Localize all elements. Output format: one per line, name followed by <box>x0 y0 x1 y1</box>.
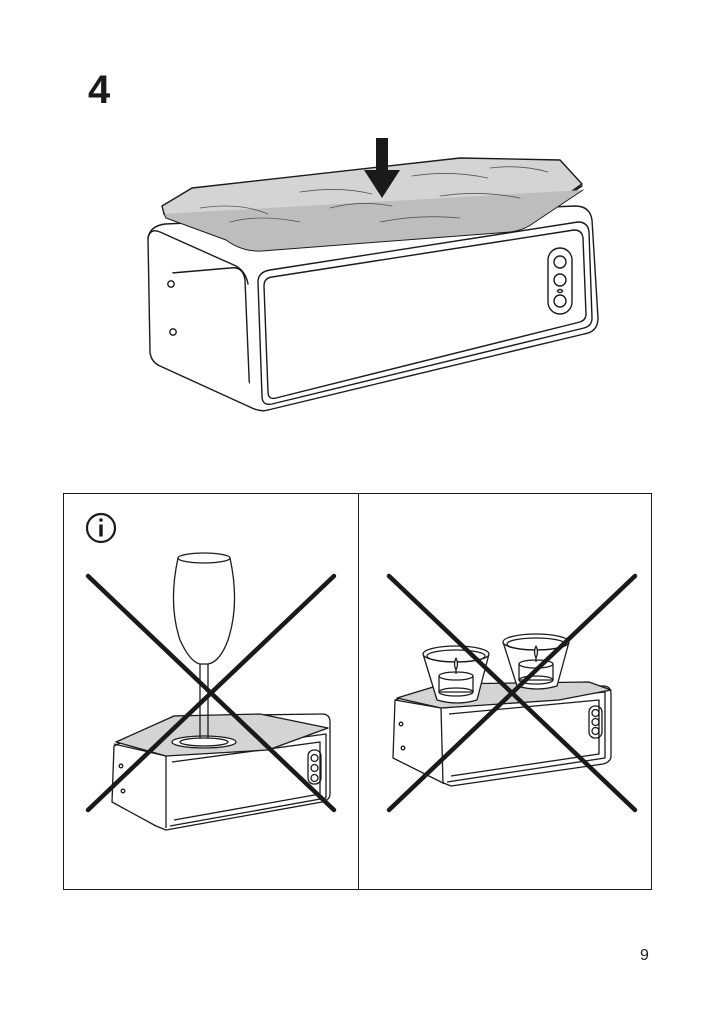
page-number: 9 <box>640 947 649 964</box>
lid-assembly-illustration <box>147 138 599 412</box>
speaker-lid <box>115 713 329 757</box>
screw-icon <box>169 328 177 336</box>
tealight-candle-icon <box>502 633 570 690</box>
wine-glass-icon <box>171 552 237 749</box>
warning-panel-candles <box>359 494 653 891</box>
prohibition-cross-icon <box>386 573 638 813</box>
warning-panel-wine-glass <box>64 494 358 891</box>
speaker-front-grille <box>257 221 593 406</box>
step-number: 4 <box>88 68 111 112</box>
speaker-control-strip <box>547 247 573 315</box>
down-arrow-icon <box>364 138 400 198</box>
screw-icon <box>167 280 175 288</box>
warning-box <box>63 493 652 890</box>
warning-divider <box>358 494 360 889</box>
tealight-candle-icon <box>422 645 490 704</box>
prohibition-cross-icon <box>85 573 337 813</box>
info-icon <box>85 512 117 544</box>
speaker-left-side <box>147 237 269 412</box>
